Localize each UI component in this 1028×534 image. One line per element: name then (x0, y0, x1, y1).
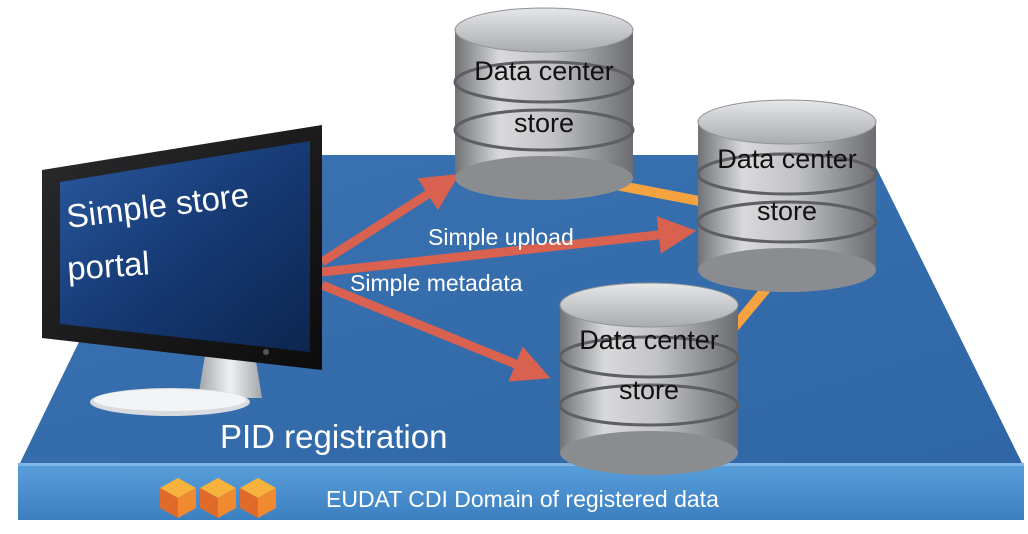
simple-metadata-label: Simple metadata (350, 270, 523, 296)
transfer-arrows (319, 173, 697, 382)
cylinder-ring (696, 200, 878, 244)
cylinder-body (698, 122, 876, 270)
arrow-to-dc2 (321, 216, 697, 277)
cylinder-top (697, 99, 877, 145)
cylinder-bottom (455, 156, 633, 200)
cylinder-ring (558, 383, 740, 427)
arrow-to-dc1 (319, 173, 460, 266)
dc-title: Data center (717, 144, 857, 174)
cylinder-bottom (698, 248, 876, 292)
cylinder-body (455, 30, 633, 178)
cylinder-body (560, 305, 738, 453)
monitor-base-highlight (94, 389, 246, 411)
pid-registration-label: PID registration (220, 418, 447, 455)
data-center-1: Data center store (453, 7, 635, 200)
eudat-logo-icon (160, 478, 276, 518)
power-button-icon (263, 349, 269, 355)
eudat-domain-label: EUDAT CDI Domain of registered data (326, 486, 719, 512)
cylinder-ring (453, 108, 635, 152)
cylinder-top (454, 7, 634, 53)
dc-subtitle: store (514, 108, 574, 138)
dc-subtitle: store (619, 375, 679, 405)
dc-title: Data center (474, 56, 614, 86)
screen-text-line2: portal (66, 244, 151, 287)
cylinder-top (559, 282, 739, 328)
dc-subtitle: store (757, 196, 817, 226)
cylinder-ring (558, 335, 740, 379)
dc-title: Data center (579, 325, 719, 355)
data-center-3: Data center store (558, 282, 740, 475)
platform-edge (18, 463, 1024, 466)
cylinder-ring (453, 60, 635, 104)
data-center-2: Data center store (696, 99, 878, 292)
monitor-stand (198, 355, 262, 398)
arrow-to-dc3 (320, 280, 551, 382)
monitor: Simple store portal (42, 125, 322, 416)
cylinder-ring (696, 152, 878, 196)
simple-upload-label: Simple upload (428, 224, 574, 250)
monitor-screen (60, 141, 310, 352)
cylinder-bottom (560, 431, 738, 475)
